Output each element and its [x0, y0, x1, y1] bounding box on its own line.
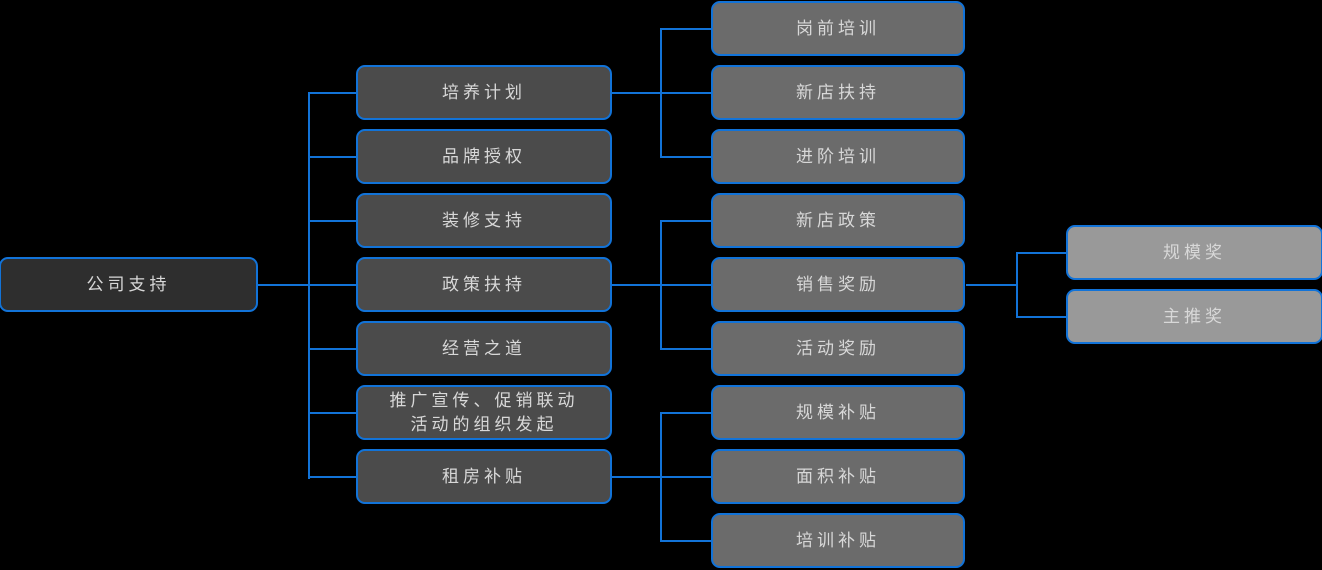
- connector-policy-branch-3: [660, 348, 711, 350]
- connector-award-branch-1: [1016, 252, 1067, 254]
- node-root-company-support[interactable]: 公司支持: [0, 257, 258, 312]
- connector-training-branch-2: [660, 92, 711, 94]
- node-level2-new-store-support[interactable]: 新店扶持: [711, 65, 965, 120]
- connector-training-branch-1: [660, 28, 711, 30]
- connector-policy-branch-2: [660, 284, 711, 286]
- connector-subsidy-branch-3: [660, 540, 711, 542]
- connector-level1-branch-7: [308, 476, 356, 478]
- connector-level1-branch-5: [308, 348, 356, 350]
- node-level2-advanced-training[interactable]: 进阶培训: [711, 129, 965, 184]
- node-level2-activity-incentive[interactable]: 活动奖励: [711, 321, 965, 376]
- connector-level1-branch-2: [308, 156, 356, 158]
- connector-root-stem: [258, 284, 310, 286]
- connector-policy-stem: [612, 284, 662, 286]
- connector-level1-branch-6: [308, 412, 356, 414]
- node-level3-main-promotion-award[interactable]: 主推奖: [1066, 289, 1322, 344]
- connector-award-stem: [966, 284, 1018, 286]
- connector-training-branch-3: [660, 156, 711, 158]
- connector-subsidy-branch-2: [660, 476, 711, 478]
- node-level2-scale-subsidy[interactable]: 规模补贴: [711, 385, 965, 440]
- connector-award-branch-2: [1016, 316, 1067, 318]
- connector-level1-branch-1: [308, 92, 356, 94]
- connector-award-trunk: [1016, 252, 1018, 318]
- connector-policy-branch-1: [660, 220, 711, 222]
- connector-level1-branch-3: [308, 220, 356, 222]
- node-level2-area-subsidy[interactable]: 面积补贴: [711, 449, 965, 504]
- connector-level1-trunk: [308, 93, 310, 479]
- node-level1-promotion-campaign[interactable]: 推广宣传、促销联动 活动的组织发起: [356, 385, 612, 440]
- connector-subsidy-stem: [612, 476, 662, 478]
- node-level3-scale-award[interactable]: 规模奖: [1066, 225, 1322, 280]
- node-level2-sales-incentive[interactable]: 销售奖励: [711, 257, 965, 312]
- node-level1-rent-subsidy[interactable]: 租房补贴: [356, 449, 612, 504]
- node-level2-training-subsidy[interactable]: 培训补贴: [711, 513, 965, 568]
- connector-subsidy-branch-1: [660, 412, 711, 414]
- connector-training-stem: [612, 92, 662, 94]
- node-level1-policy-support[interactable]: 政策扶持: [356, 257, 612, 312]
- node-level1-decoration-support[interactable]: 装修支持: [356, 193, 612, 248]
- node-level1-business-management[interactable]: 经营之道: [356, 321, 612, 376]
- node-level2-new-store-policy[interactable]: 新店政策: [711, 193, 965, 248]
- node-level1-training-plan[interactable]: 培养计划: [356, 65, 612, 120]
- node-level1-brand-authorization[interactable]: 品牌授权: [356, 129, 612, 184]
- connector-level1-branch-4: [308, 284, 356, 286]
- node-level2-pre-job-training[interactable]: 岗前培训: [711, 1, 965, 56]
